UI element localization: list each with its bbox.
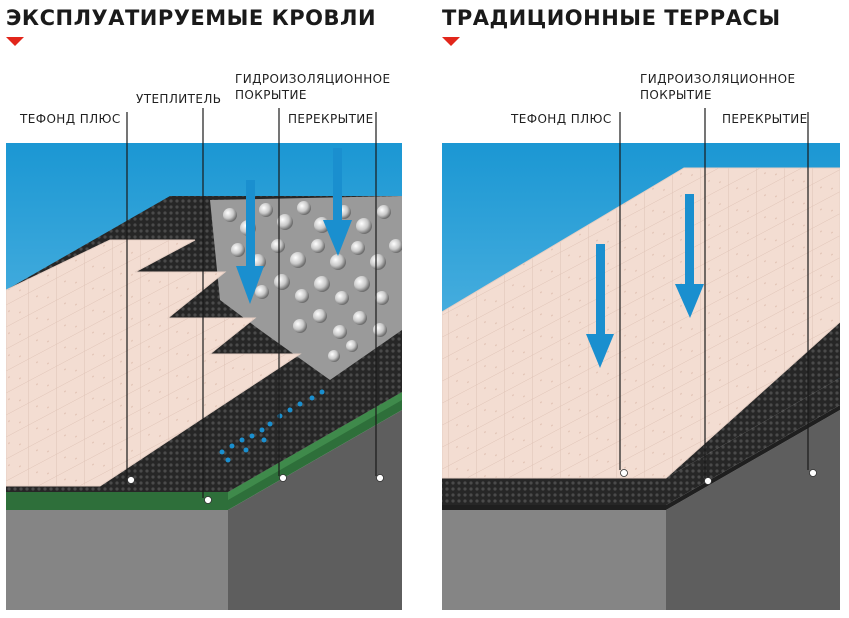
right-diagram [442,143,840,610]
left-water-drops [219,389,325,463]
left-title-marker [6,37,24,46]
right-leader-dots [620,469,817,485]
left-leader-dots [127,474,384,504]
right-leader-lines [619,108,809,478]
left-tiles [6,239,302,487]
left-label-slab: ПЕРЕКРЫТИЕ [288,112,374,126]
right-arrow-1 [586,244,614,368]
left-title: ЭКСПЛУАТИРУЕМЫЕ КРОВЛИ [6,6,377,30]
left-arrow-2 [323,148,352,256]
left-waterproof-layer [6,392,402,510]
right-label-slab: ПЕРЕКРЫТИЕ [722,112,808,126]
right-tiles [442,167,840,479]
left-diagram [6,143,402,610]
right-slab-side [666,410,840,610]
left-label-insulation: УТЕПЛИТЕЛЬ [136,92,222,106]
left-slab-side [228,410,402,610]
left-gravel [210,196,402,380]
right-label-waterproof-1: ГИДРОИЗОЛЯЦИОННОЕ [640,72,796,86]
left-label-waterproof-2: ПОКРЫТИЕ [235,88,307,102]
right-arrow-2 [675,194,704,318]
left-label-tefond: ТЕФОНД ПЛЮС [20,112,121,126]
left-leader-lines [126,108,377,498]
right-title: ТРАДИЦИОННЫЕ ТЕРРАСЫ [442,6,781,30]
left-slab-front [6,510,228,610]
left-label-waterproof-1: ГИДРОИЗОЛЯЦИОННОЕ [235,72,391,86]
left-arrow-1 [236,180,264,304]
right-slab-front [442,510,666,610]
right-title-marker [442,37,460,46]
right-label-tefond: ТЕФОНД ПЛЮС [511,112,612,126]
right-label-waterproof-2: ПОКРЫТИЕ [640,88,712,102]
